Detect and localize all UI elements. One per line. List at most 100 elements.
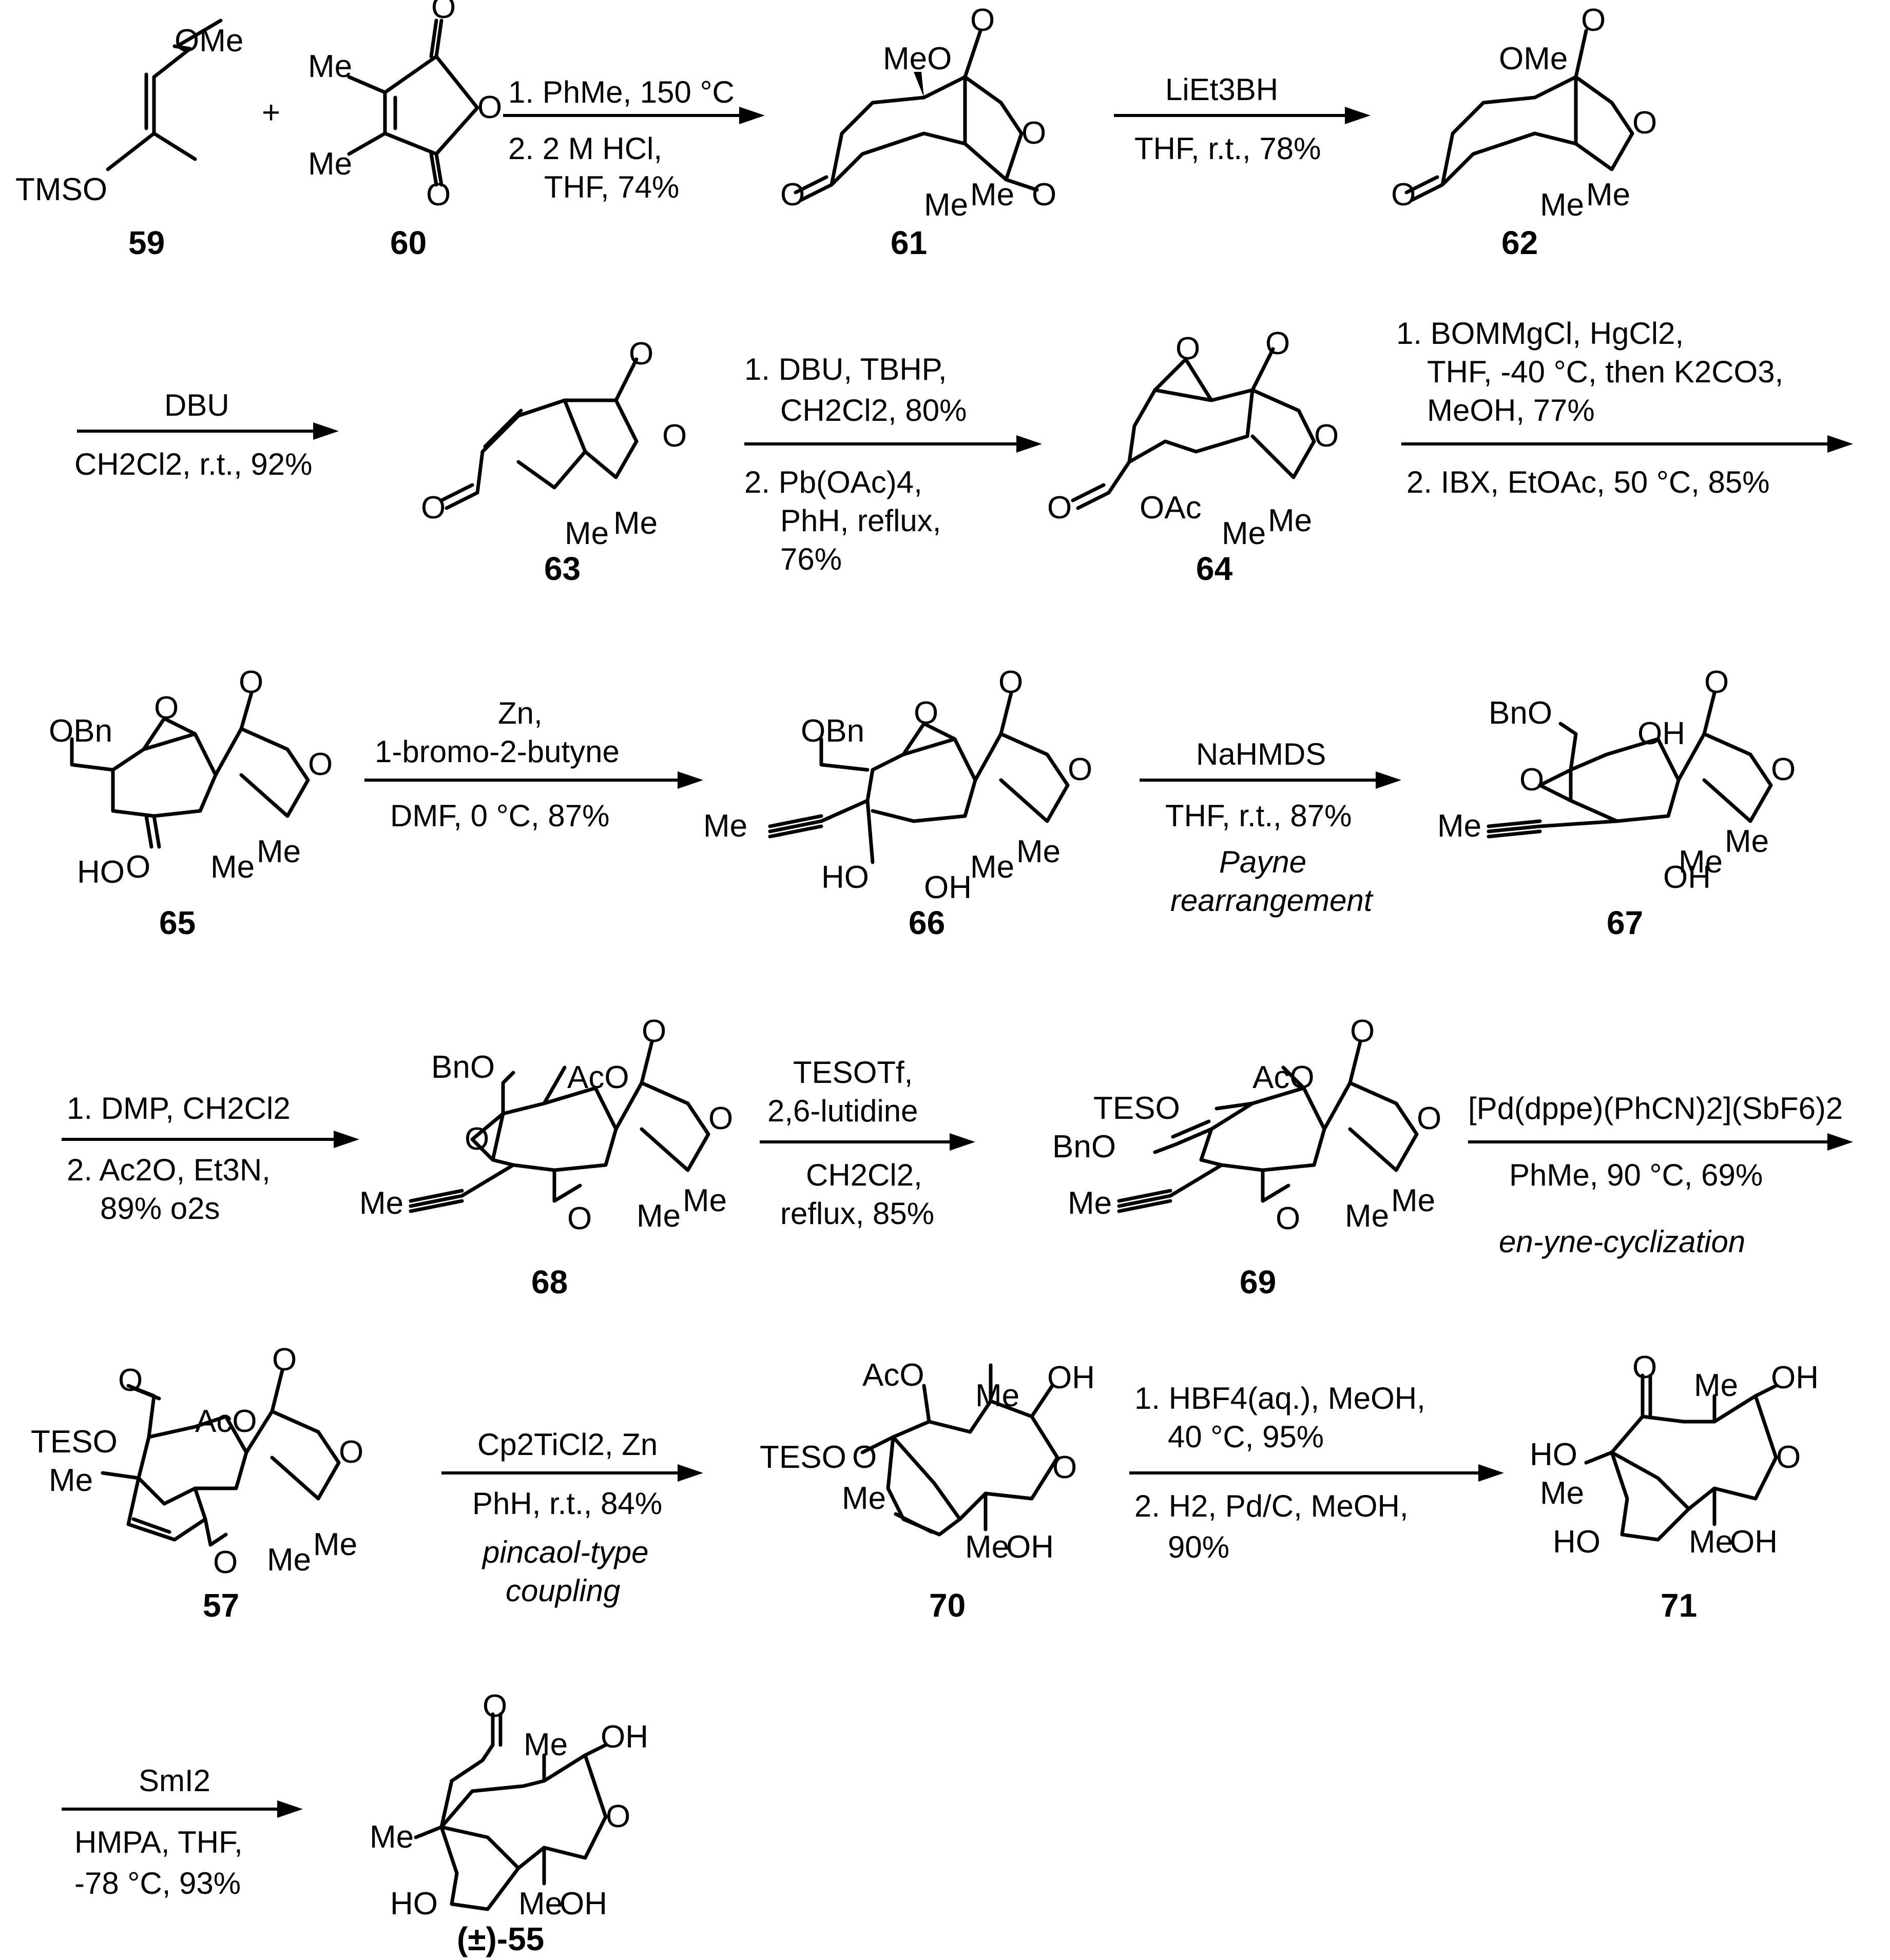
atom-me: Me [1540, 1476, 1584, 1511]
atom-bno: BnO [1052, 1129, 1116, 1165]
atom-o: O [1350, 1014, 1375, 1049]
atom-bno: BnO [431, 1050, 495, 1085]
atom-oh: OH [1637, 716, 1685, 751]
atom-oh: OH [1730, 1524, 1778, 1560]
arrowhead [1478, 1464, 1504, 1482]
step9-condition-2: 2,6-lutidine [767, 1094, 918, 1128]
atom-oac: OAc [1140, 490, 1202, 526]
atom-o: O [662, 418, 687, 454]
atom-me: Me [842, 1481, 886, 1516]
atom-o: O [970, 3, 995, 38]
atom-o: O [780, 177, 805, 212]
atom-o: O [642, 1014, 666, 1049]
atom-oh: OH [560, 1886, 607, 1922]
atom-obn: OBn [801, 713, 864, 749]
atom-o: O [567, 1201, 592, 1236]
atom-o: O [1581, 3, 1606, 38]
arrowhead [950, 1133, 975, 1151]
step12-condition-1: 1. HBF4(aq.), MeOH, [1134, 1381, 1425, 1415]
atom-teso: TESO [31, 1424, 118, 1460]
compound-label-67: 67 [1607, 904, 1643, 941]
compound-62-structure: OMe O O O Me Me 62 [1391, 3, 1657, 261]
arrowhead [313, 422, 339, 440]
compound-label-71: 71 [1661, 1587, 1697, 1624]
compound-label-59: 59 [128, 224, 165, 261]
atom-oh: OH [924, 870, 972, 905]
atom-ome: OMe [1499, 41, 1568, 76]
atom-me: Me [1222, 516, 1266, 551]
step7-name-2: rearrangement [1170, 883, 1374, 918]
atom-me: Me [1725, 824, 1769, 859]
step11-name-2: coupling [506, 1574, 621, 1608]
atom-o: O [1175, 331, 1200, 366]
atom-o: O [483, 1689, 507, 1724]
atom-o: O [465, 1121, 489, 1157]
compound-label-70: 70 [929, 1587, 966, 1624]
atom-o: O [1776, 1440, 1801, 1475]
atom-me: Me [613, 506, 658, 541]
step1-condition-1: 1. PhMe, 150 °C [508, 75, 735, 109]
atom-o: O [1276, 1201, 1300, 1236]
step9-condition-1: TESOTf, [793, 1055, 913, 1090]
atom-o: O [852, 1440, 877, 1475]
atom-me: Me [1540, 187, 1584, 223]
step6-condition-1: Zn, [498, 696, 543, 730]
atom-me: Me [359, 1186, 403, 1221]
step4-condition-3: 2. Pb(OAc)4, [744, 465, 922, 499]
atom-o: O [606, 1799, 630, 1834]
compound-66-structure: OBn O O O Me HO OH Me Me 66 [703, 665, 1092, 941]
atom-ome: OMe [175, 23, 243, 59]
atom-oh: OH [1663, 860, 1711, 895]
atom-me: Me [637, 1198, 681, 1234]
compound-69-structure: TESO BnO AcO O O O Me Me Me 69 [1052, 1014, 1441, 1301]
atom-o: O [1021, 115, 1046, 151]
atom-me: Me [257, 834, 301, 869]
compound-71-structure: O Me OH HO Me O HO Me OH 71 [1530, 1350, 1819, 1624]
atom-me: Me [308, 49, 352, 84]
step10-name: en-yne-cyclization [1499, 1225, 1745, 1259]
plus-sign: + [262, 95, 280, 130]
atom-aco: AcO [862, 1357, 924, 1393]
step9-condition-3: CH2Cl2, [806, 1158, 922, 1192]
atom-me: Me [524, 1727, 568, 1762]
atom-o: O [118, 1363, 143, 1398]
step8-condition-1: 1. DMP, CH2Cl2 [67, 1091, 291, 1125]
arrowhead [1376, 771, 1401, 789]
arrowhead [739, 107, 765, 124]
compound-65-structure: OBn O O O O HO Me Me 65 [49, 665, 333, 941]
step10-catalyst: [Pd(dppe)(PhCN)2](SbF6)2 [1468, 1091, 1843, 1125]
atom-me: Me [1345, 1198, 1389, 1234]
step11-reagent: Cp2TiCl2, Zn [477, 1427, 658, 1462]
atom-oh: OH [1006, 1529, 1054, 1565]
atom-o: O [426, 177, 451, 212]
atom-o: O [308, 747, 333, 782]
step12-condition-2: 40 °C, 95% [1168, 1420, 1324, 1454]
compound-59-structure: OMe TMSO 59 [15, 18, 243, 261]
atom-me: Me [370, 1819, 414, 1855]
atom-ho: HO [77, 855, 125, 890]
atom-me: Me [1016, 834, 1060, 869]
step3-condition: CH2Cl2, r.t., 92% [74, 447, 313, 481]
step7-reagent: NaHMDS [1196, 737, 1326, 771]
step6-condition-2: 1-bromo-2-butyne [375, 734, 620, 769]
compound-60-structure: Me Me O O O 60 [308, 0, 502, 261]
arrowhead [1016, 435, 1042, 453]
compound-label-57: 57 [203, 1587, 239, 1624]
atom-o: O [213, 1545, 238, 1580]
compound-label-66: 66 [909, 904, 945, 941]
step4-condition-5: 76% [780, 542, 842, 576]
compound-label-61: 61 [891, 224, 927, 261]
atom-me: Me [1586, 177, 1630, 212]
compound-label-55: (±)-55 [457, 1920, 544, 1957]
compound-57-structure: O TESO Me AcO O O O Me Me 57 [31, 1342, 363, 1624]
atom-o: O [421, 490, 446, 526]
compound-label-62: 62 [1501, 224, 1538, 261]
compound-label-63: 63 [544, 550, 581, 587]
atom-o: O [431, 0, 456, 25]
atom-ho: HO [1530, 1437, 1577, 1472]
arrowhead [678, 771, 703, 789]
atom-me: Me [1268, 503, 1312, 538]
step7-name-1: Payne [1219, 845, 1306, 879]
atom-o: O [1052, 1450, 1077, 1485]
atom-o: O [998, 665, 1023, 700]
